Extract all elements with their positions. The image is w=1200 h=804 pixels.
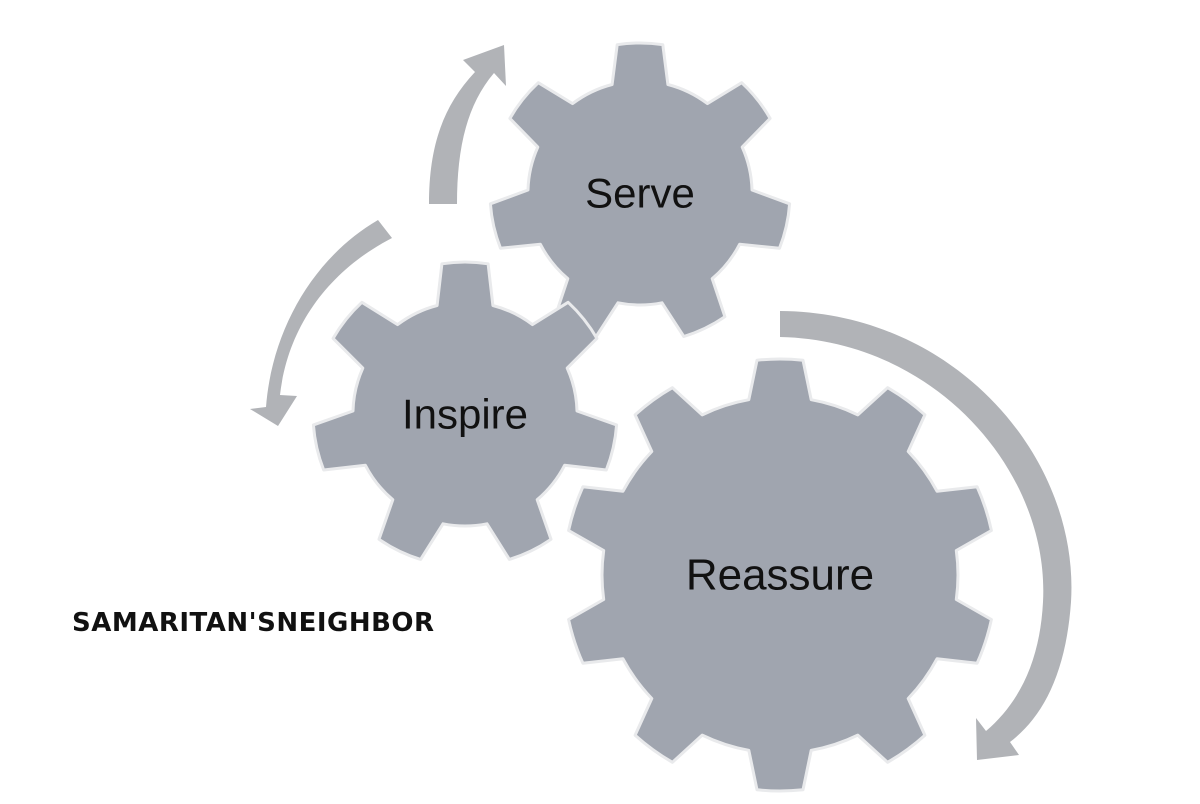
gear-serve: Serve [488, 41, 792, 338]
cycle-arrows [250, 45, 1072, 760]
gear-inspire-label: Inspire [402, 391, 528, 438]
gear-reassure-label: Reassure [686, 551, 874, 600]
gear-reassure-shape [567, 357, 993, 793]
gear-serve-label: Serve [585, 170, 695, 217]
gear-reassure: Reassure [567, 357, 993, 793]
arrow-inspire-to-serve [429, 45, 506, 204]
gear-inspire-shape [311, 260, 619, 561]
brand-watermark: SAMARITAN'SNEIGHBOR [72, 608, 435, 638]
arrow-serve-to-reassure [780, 311, 1072, 760]
gear-inspire: Inspire [311, 260, 619, 561]
arrow-serve-to-inspire [250, 220, 392, 426]
gear-serve-shape [488, 41, 792, 338]
